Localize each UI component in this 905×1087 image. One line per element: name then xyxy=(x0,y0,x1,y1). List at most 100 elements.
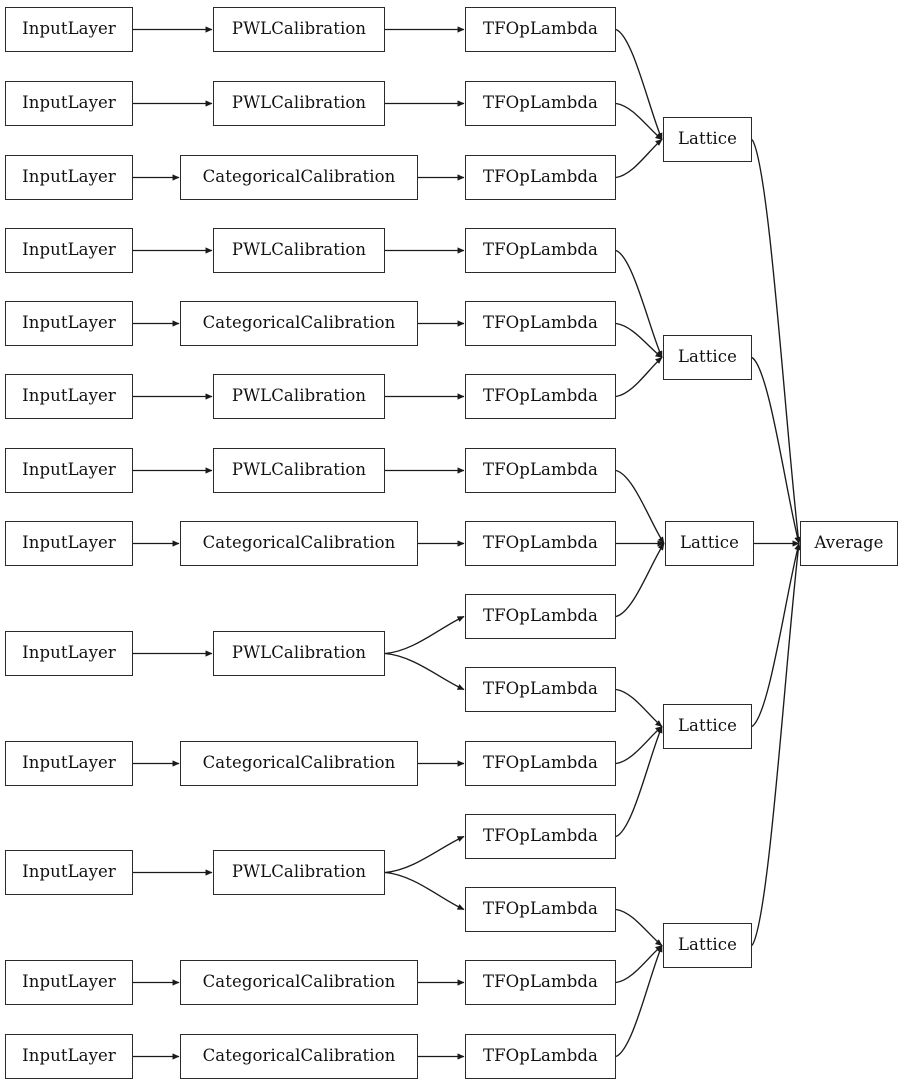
node-calibration-layer-cal2[interactable]: PWLCalibration xyxy=(213,81,385,126)
node-label: InputLayer xyxy=(22,240,116,260)
node-label: PWLCalibration xyxy=(231,862,367,882)
node-label: TFOpLambda xyxy=(483,93,598,113)
node-calibration-layer-cal1[interactable]: PWLCalibration xyxy=(213,7,385,52)
node-label: TFOpLambda xyxy=(483,460,598,480)
node-label: PWLCalibration xyxy=(231,240,367,260)
node-tfoplambda-layer-op14[interactable]: TFOpLambda xyxy=(465,960,616,1005)
edge-op6-to-lat2 xyxy=(615,356,663,398)
edge-op9-to-lat3 xyxy=(615,543,665,618)
node-tfoplambda-layer-op10[interactable]: TFOpLambda xyxy=(465,667,616,712)
node-calibration-layer-cal10[interactable]: CategoricalCalibration xyxy=(180,741,418,786)
node-label: InputLayer xyxy=(22,19,116,39)
node-label: InputLayer xyxy=(22,1046,116,1066)
edge-op15-to-lat5 xyxy=(615,944,663,1058)
edge-op14-to-lat5 xyxy=(615,944,663,984)
node-tfoplambda-layer-op4[interactable]: TFOpLambda xyxy=(465,228,616,273)
node-tfoplambda-layer-op13[interactable]: TFOpLambda xyxy=(465,887,616,932)
node-label: Lattice xyxy=(677,935,738,955)
node-label: TFOpLambda xyxy=(483,167,598,187)
node-label: Lattice xyxy=(677,716,738,736)
node-input-layer-in4[interactable]: InputLayer xyxy=(5,228,133,273)
node-label: TFOpLambda xyxy=(483,1046,598,1066)
node-calibration-layer-cal3[interactable]: CategoricalCalibration xyxy=(180,155,418,200)
node-label: TFOpLambda xyxy=(483,972,598,992)
node-calibration-layer-cal9[interactable]: PWLCalibration xyxy=(213,631,385,676)
edge-lat1-to-avg xyxy=(751,139,802,545)
node-input-layer-in5[interactable]: InputLayer xyxy=(5,301,133,346)
node-label: TFOpLambda xyxy=(483,679,598,699)
node-label: Average xyxy=(814,533,884,553)
node-tfoplambda-layer-op5[interactable]: TFOpLambda xyxy=(465,301,616,346)
node-label: TFOpLambda xyxy=(483,313,598,333)
node-label: PWLCalibration xyxy=(231,460,367,480)
node-tfoplambda-layer-op7[interactable]: TFOpLambda xyxy=(465,448,616,493)
edge-lat2-to-avg xyxy=(751,356,801,545)
node-input-layer-in2[interactable]: InputLayer xyxy=(5,81,133,126)
node-label: TFOpLambda xyxy=(483,386,598,406)
node-label: InputLayer xyxy=(22,167,116,187)
node-calibration-layer-cal12[interactable]: CategoricalCalibration xyxy=(180,960,418,1005)
node-label: Lattice xyxy=(677,129,738,149)
node-input-layer-in11[interactable]: InputLayer xyxy=(5,850,133,895)
node-input-layer-in10[interactable]: InputLayer xyxy=(5,741,133,786)
node-label: Lattice xyxy=(677,347,738,367)
node-average-layer-avg[interactable]: Average xyxy=(800,521,898,566)
node-calibration-layer-cal5[interactable]: CategoricalCalibration xyxy=(180,301,418,346)
node-label: InputLayer xyxy=(22,643,116,663)
edge-op4-to-lat2 xyxy=(615,249,663,359)
node-lattice-layer-lat4[interactable]: Lattice xyxy=(663,704,752,749)
node-label: CategoricalCalibration xyxy=(202,167,396,187)
edge-op13-to-lat5 xyxy=(615,908,663,947)
node-tfoplambda-layer-op12[interactable]: TFOpLambda xyxy=(465,814,616,859)
node-label: InputLayer xyxy=(22,386,116,406)
node-label: InputLayer xyxy=(22,460,116,480)
node-input-layer-in12[interactable]: InputLayer xyxy=(5,960,133,1005)
node-label: CategoricalCalibration xyxy=(202,1046,396,1066)
node-tfoplambda-layer-op15[interactable]: TFOpLambda xyxy=(465,1034,616,1079)
node-lattice-layer-lat5[interactable]: Lattice xyxy=(663,923,752,968)
node-label: TFOpLambda xyxy=(483,899,598,919)
edge-op2-to-lat1 xyxy=(615,102,663,141)
node-input-layer-in8[interactable]: InputLayer xyxy=(5,521,133,566)
node-input-layer-in7[interactable]: InputLayer xyxy=(5,448,133,493)
node-label: InputLayer xyxy=(22,533,116,553)
edge-op7-to-lat3 xyxy=(615,469,665,544)
node-tfoplambda-layer-op8[interactable]: TFOpLambda xyxy=(465,521,616,566)
node-calibration-layer-cal7[interactable]: PWLCalibration xyxy=(213,448,385,493)
node-lattice-layer-lat1[interactable]: Lattice xyxy=(663,117,752,162)
node-label: TFOpLambda xyxy=(483,606,598,626)
node-calibration-layer-cal8[interactable]: CategoricalCalibration xyxy=(180,521,418,566)
edge-op12-to-lat4 xyxy=(615,725,663,838)
node-tfoplambda-layer-op11[interactable]: TFOpLambda xyxy=(465,741,616,786)
node-label: InputLayer xyxy=(22,93,116,113)
node-input-layer-in6[interactable]: InputLayer xyxy=(5,374,133,419)
node-calibration-layer-cal4[interactable]: PWLCalibration xyxy=(213,228,385,273)
edge-op5-to-lat2 xyxy=(615,322,663,359)
node-input-layer-in1[interactable]: InputLayer xyxy=(5,7,133,52)
node-input-layer-in13[interactable]: InputLayer xyxy=(5,1034,133,1079)
node-tfoplambda-layer-op1[interactable]: TFOpLambda xyxy=(465,7,616,52)
node-calibration-layer-cal11[interactable]: PWLCalibration xyxy=(213,850,385,895)
node-lattice-layer-lat3[interactable]: Lattice xyxy=(665,521,754,566)
edge-lat5-to-avg xyxy=(751,542,802,946)
node-label: CategoricalCalibration xyxy=(202,753,396,773)
node-label: InputLayer xyxy=(22,972,116,992)
edge-op10-to-lat4 xyxy=(615,688,663,728)
node-label: CategoricalCalibration xyxy=(202,313,396,333)
edge-op1-to-lat1 xyxy=(615,28,663,141)
node-label: Lattice xyxy=(679,533,740,553)
node-calibration-layer-cal13[interactable]: CategoricalCalibration xyxy=(180,1034,418,1079)
node-calibration-layer-cal6[interactable]: PWLCalibration xyxy=(213,374,385,419)
node-label: InputLayer xyxy=(22,753,116,773)
node-tfoplambda-layer-op6[interactable]: TFOpLambda xyxy=(465,374,616,419)
node-input-layer-in3[interactable]: InputLayer xyxy=(5,155,133,200)
node-tfoplambda-layer-op2[interactable]: TFOpLambda xyxy=(465,81,616,126)
node-label: PWLCalibration xyxy=(231,386,367,406)
node-lattice-layer-lat2[interactable]: Lattice xyxy=(663,335,752,380)
node-tfoplambda-layer-op3[interactable]: TFOpLambda xyxy=(465,155,616,200)
node-input-layer-in9[interactable]: InputLayer xyxy=(5,631,133,676)
edge-cal11-to-op13 xyxy=(384,871,465,911)
node-tfoplambda-layer-op9[interactable]: TFOpLambda xyxy=(465,594,616,639)
